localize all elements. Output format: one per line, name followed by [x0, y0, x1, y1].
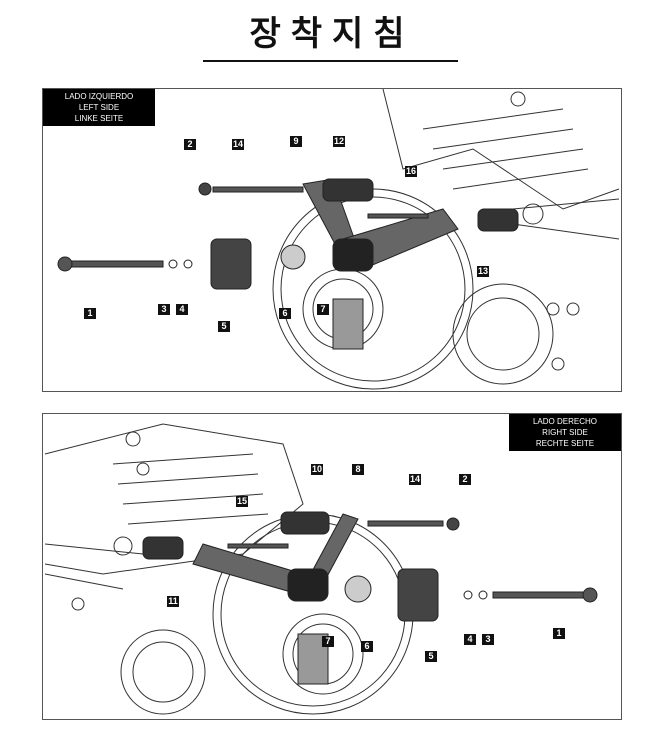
callout-15: 15 [236, 496, 249, 507]
callout-10: 10 [311, 464, 324, 475]
callout-2: 2 [459, 474, 471, 485]
callout-11: 11 [167, 596, 179, 607]
side-label-de: LINKE SEITE [74, 114, 124, 123]
right-side-diagram: LADO DERECHO RIGHT SIDE RECHTE SEITE [42, 413, 622, 720]
side-label-en: LEFT SIDE [78, 103, 120, 112]
callout-14: 14 [232, 139, 245, 150]
callout-2: 2 [184, 139, 196, 150]
right-side-exploded-drawing [44, 423, 598, 715]
side-label: LADO IZQUIERDO LEFT SIDE LINKE SEITE [43, 89, 155, 126]
callout-16: 16 [405, 166, 418, 177]
callout-1: 1 [84, 308, 96, 319]
callout-8: 8 [352, 464, 364, 475]
callout-12: 12 [333, 136, 346, 147]
callout-4: 4 [464, 634, 476, 645]
title-underline [203, 60, 458, 62]
callout-7: 7 [322, 636, 334, 647]
callout-9: 9 [290, 136, 302, 147]
side-label: LADO DERECHO RIGHT SIDE RECHTE SEITE [509, 414, 621, 451]
side-label-es: LADO DERECHO [532, 417, 597, 426]
callout-3: 3 [482, 634, 494, 645]
left-side-diagram: LADO IZQUIERDO LEFT SIDE LINKE SEITE [42, 88, 622, 392]
callout-1: 1 [553, 628, 565, 639]
left-side-exploded-drawing [57, 89, 620, 390]
side-label-de: RECHTE SEITE [535, 439, 595, 448]
callout-6: 6 [279, 308, 291, 319]
callout-5: 5 [218, 321, 230, 332]
callout-5: 5 [425, 651, 437, 662]
callout-13: 13 [477, 266, 490, 277]
side-label-en: RIGHT SIDE [542, 428, 588, 437]
callout-3: 3 [158, 304, 170, 315]
page-title: 장착지침 [249, 14, 415, 54]
callout-7: 7 [317, 304, 329, 315]
side-label-es: LADO IZQUIERDO [64, 92, 134, 101]
callout-6: 6 [361, 641, 373, 652]
callout-4: 4 [176, 304, 188, 315]
callout-14: 14 [409, 474, 422, 485]
